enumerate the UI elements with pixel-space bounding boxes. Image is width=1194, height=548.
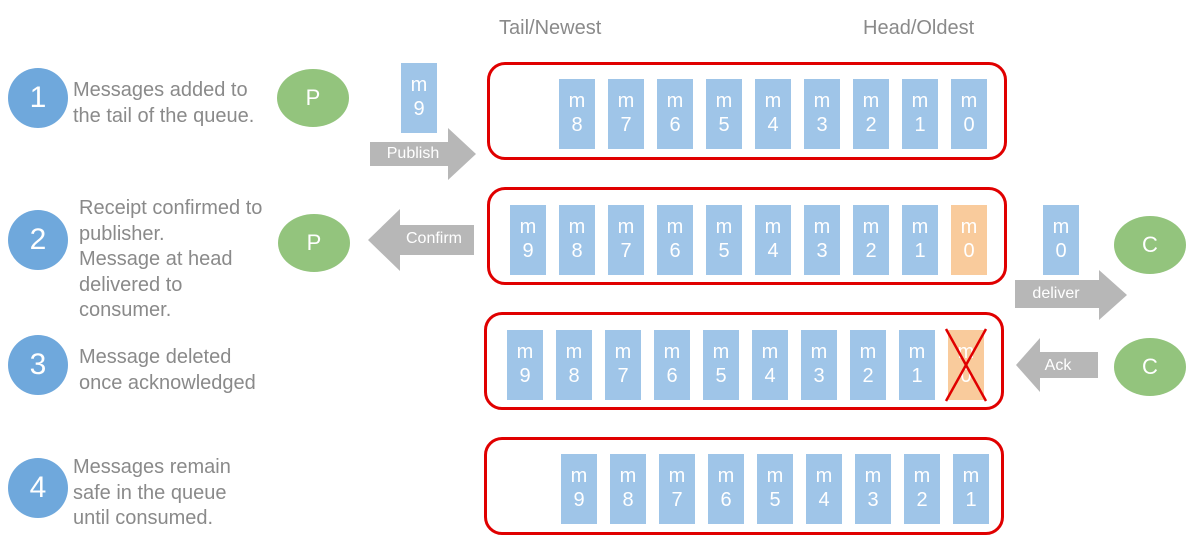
step-4-badge: 4 (8, 458, 68, 518)
deleted-cross-icon (944, 328, 988, 402)
consumer-node-1: C (1114, 216, 1186, 274)
deliver-arrow (1015, 270, 1127, 320)
consumer-node-2: C (1114, 338, 1186, 396)
publish-arrow (370, 128, 476, 180)
step-3-badge: 3 (8, 335, 68, 395)
tail-header: Tail/Newest (499, 17, 602, 39)
step-2-text: Receipt confirmed to publisher. Message … (79, 197, 263, 321)
ack-arrow (1016, 338, 1098, 392)
publish-arrow-label: Publish (386, 145, 440, 162)
queue-step-2 (487, 187, 1007, 285)
queue-step-3 (484, 312, 1004, 410)
confirm-arrow (368, 209, 474, 271)
queue-step-1 (487, 62, 1007, 160)
queue-step-4 (484, 437, 1004, 535)
publisher-node-2: P (278, 214, 350, 272)
step-4-text: Messages remain safe in the queue until … (73, 456, 231, 529)
deliver-arrow-label: deliver (1032, 285, 1080, 302)
step-1-text: Messages added to the tail of the queue. (73, 79, 255, 127)
head-header: Head/Oldest (863, 17, 975, 39)
confirm-arrow-label: Confirm (405, 230, 462, 247)
step-2-badge: 2 (8, 210, 68, 270)
publisher-node-1: P (277, 69, 349, 127)
step-3-text: Message deleted once acknowledged (79, 346, 256, 394)
step-1-badge: 1 (8, 68, 68, 128)
ack-arrow-label: Ack (1044, 357, 1072, 374)
